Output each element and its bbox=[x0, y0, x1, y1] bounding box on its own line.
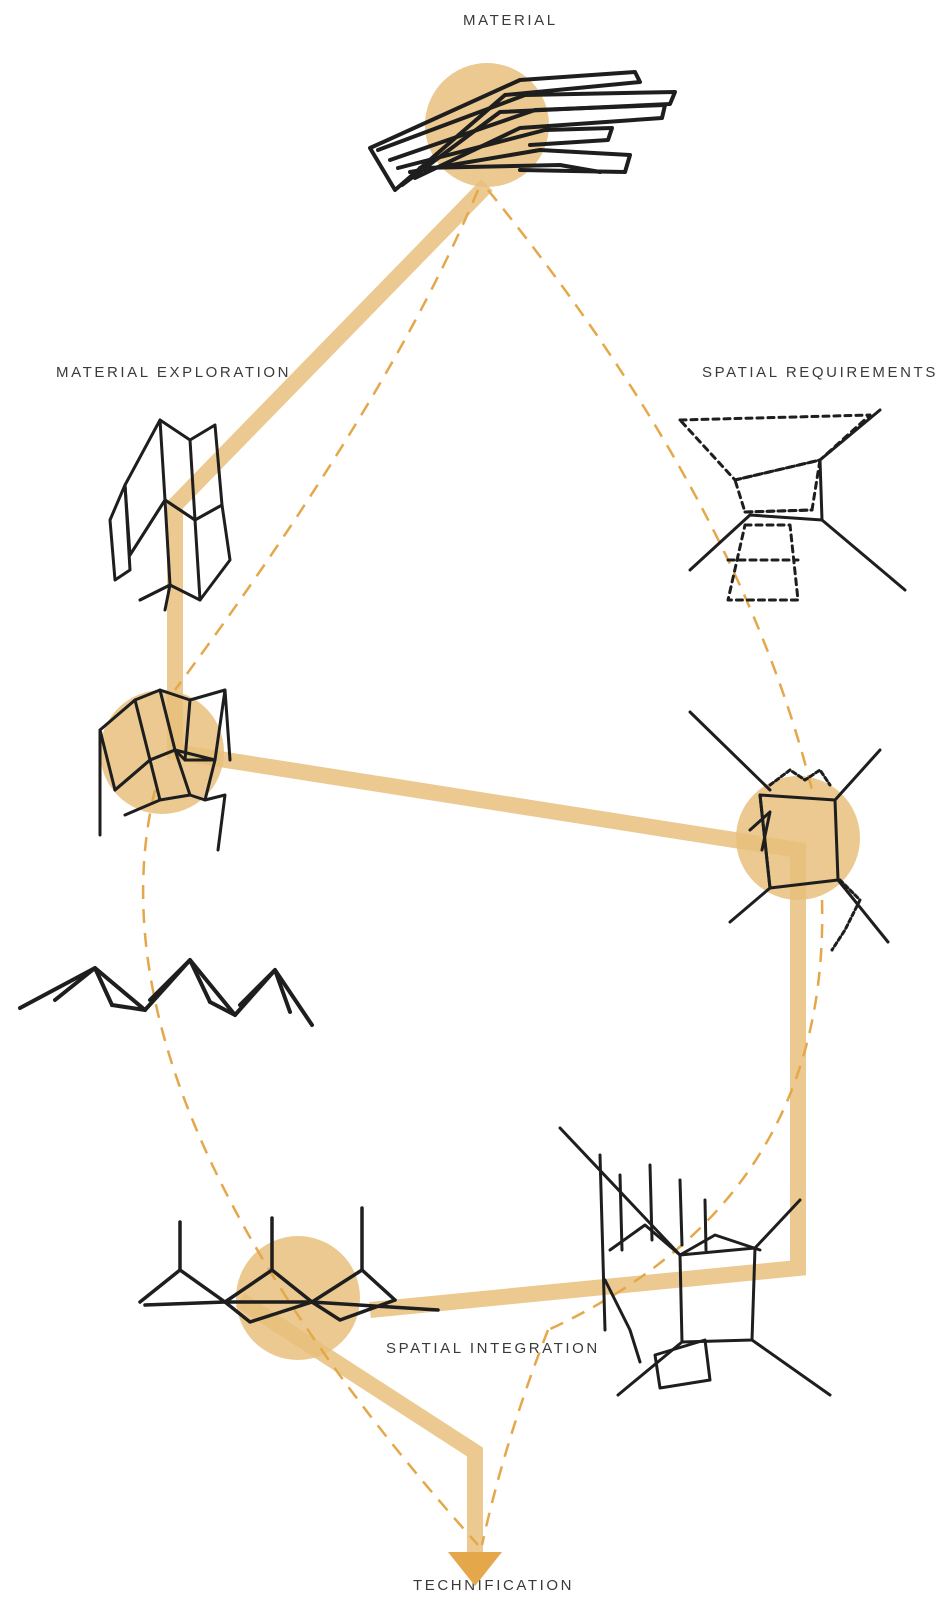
main-path-upper bbox=[167, 179, 806, 1318]
sketch-folded-panels bbox=[108, 418, 232, 612]
sketch-room-node bbox=[688, 710, 890, 952]
node-circles bbox=[100, 63, 860, 1360]
dashed-exploration-to-technification bbox=[141, 789, 479, 1546]
sketch-room-integration bbox=[558, 1126, 832, 1397]
arrow-head-icon bbox=[448, 1552, 502, 1586]
main-path bbox=[167, 179, 806, 1560]
dashed-material-to-requirements bbox=[487, 189, 814, 791]
sketch-room-requirements bbox=[678, 408, 907, 602]
label-technification: TECHNIFICATION bbox=[413, 1577, 575, 1594]
dashed-requirements-to-integration bbox=[547, 899, 824, 1332]
label-material-exploration: MATERIAL EXPLORATION bbox=[56, 364, 292, 381]
dashed-integration-to-technification bbox=[480, 1329, 550, 1546]
dashed-paths bbox=[141, 189, 824, 1546]
sketch-zigzag bbox=[18, 958, 314, 1027]
label-material: MATERIAL bbox=[463, 12, 558, 29]
label-spatial-integration: SPATIAL INTEGRATION bbox=[386, 1340, 600, 1357]
main-path-lower bbox=[235, 1293, 483, 1560]
sketch-folded-cluster bbox=[98, 688, 232, 852]
sketch-material-sheets bbox=[368, 70, 677, 192]
sketch-hanging-structure bbox=[138, 1206, 440, 1324]
node-circle-integration bbox=[236, 1236, 360, 1360]
label-spatial-requirements: SPATIAL REQUIREMENTS bbox=[702, 364, 938, 381]
dashed-material-to-exploration bbox=[173, 189, 480, 691]
node-circle-exploration bbox=[100, 690, 224, 814]
